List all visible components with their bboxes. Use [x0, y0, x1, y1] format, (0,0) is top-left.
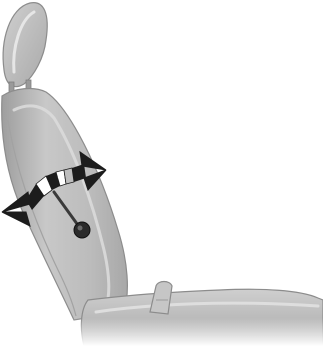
seat-lever [150, 282, 172, 315]
bottom-fade [0, 318, 323, 346]
headrest [3, 3, 47, 96]
